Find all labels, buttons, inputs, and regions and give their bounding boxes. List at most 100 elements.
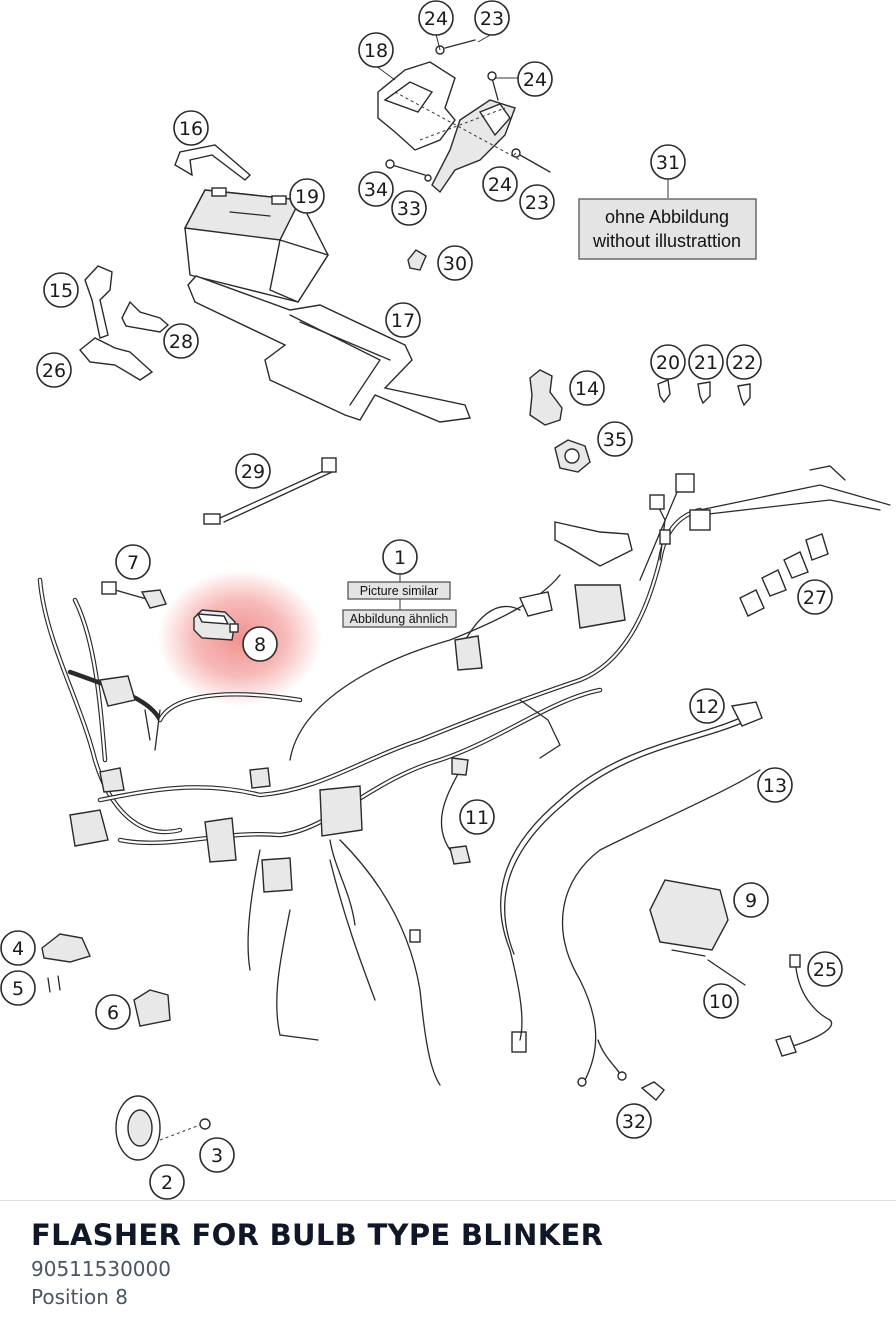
callout-28[interactable]: 28	[163, 323, 199, 359]
fuses-20-22	[657, 379, 751, 407]
callout-13[interactable]: 13	[757, 767, 793, 803]
callout-33[interactable]: 33	[391, 190, 427, 226]
callout-number: 23	[525, 192, 549, 214]
callout-number: 5	[12, 978, 24, 1000]
callout-number: 6	[107, 1002, 119, 1024]
callout-23b[interactable]: 23	[519, 184, 555, 220]
note-31-line2: without illustrattion	[592, 231, 741, 251]
rubber-28	[121, 300, 170, 333]
callout-number: 23	[480, 8, 504, 30]
callout-circle	[569, 370, 605, 406]
callout-number: 31	[656, 152, 680, 174]
callout-6[interactable]: 6	[95, 994, 131, 1030]
callout-number: 8	[254, 634, 266, 656]
callout-23a[interactable]: 23	[474, 0, 510, 36]
callout-circle	[418, 0, 454, 36]
callout-16[interactable]: 16	[173, 110, 209, 146]
callout-24c[interactable]: 24	[482, 166, 518, 202]
callout-8[interactable]: 8	[242, 626, 278, 662]
callout-number: 3	[211, 1145, 223, 1167]
callout-29[interactable]: 29	[235, 453, 271, 489]
callout-number: 26	[42, 360, 66, 382]
callout-32[interactable]: 32	[616, 1103, 652, 1139]
callout-number: 11	[465, 807, 489, 829]
callout-number: 13	[763, 775, 787, 797]
main-wiring-harness-1	[37, 465, 891, 1086]
callout-10[interactable]: 10	[703, 983, 739, 1019]
callout-12[interactable]: 12	[689, 688, 725, 724]
callout-18[interactable]: 18	[358, 32, 394, 68]
callout-35[interactable]: 35	[597, 421, 633, 457]
callout-number: 14	[575, 378, 599, 400]
callout-circle	[36, 352, 72, 388]
connector-7	[101, 581, 167, 609]
callout-number: 1	[394, 547, 406, 569]
callout-circle	[519, 184, 555, 220]
callout-1[interactable]: 1	[382, 539, 418, 575]
callout-number: 22	[732, 352, 756, 374]
callout-2[interactable]: 2	[149, 1164, 185, 1200]
callout-number: 21	[694, 352, 718, 374]
callout-circle	[597, 421, 633, 457]
sensor-25	[775, 954, 833, 1057]
callout-11[interactable]: 11	[459, 799, 495, 835]
horn-2	[115, 1095, 211, 1161]
callout-circle	[173, 110, 209, 146]
callout-4[interactable]: 4	[0, 930, 36, 966]
parts-4-5-6	[41, 933, 171, 1027]
callout-circle	[474, 0, 510, 36]
callout-circle	[517, 61, 553, 97]
callout-20[interactable]: 20	[650, 344, 686, 380]
ignition-switch-14	[529, 369, 563, 426]
note-31-box: ohne Abbildung without illustrattion	[578, 198, 757, 260]
callout-26[interactable]: 26	[36, 352, 72, 388]
callout-number: 18	[364, 40, 388, 62]
battery-holder-17	[187, 275, 471, 423]
callout-3[interactable]: 3	[199, 1137, 235, 1173]
callout-31[interactable]: 31	[650, 144, 686, 180]
callout-24a[interactable]: 24	[418, 0, 454, 36]
callout-number: 16	[179, 118, 203, 140]
callout-15[interactable]: 15	[43, 272, 79, 308]
callout-19[interactable]: 19	[289, 178, 325, 214]
callout-number: 24	[523, 69, 547, 91]
callout-30[interactable]: 30	[437, 245, 473, 281]
part-number: 90511530000	[31, 1257, 171, 1281]
plate-26	[79, 337, 154, 381]
callout-24b[interactable]: 24	[517, 61, 553, 97]
callout-circle	[242, 626, 278, 662]
callout-14[interactable]: 14	[569, 370, 605, 406]
battery-19	[183, 187, 330, 303]
callout-circle	[726, 344, 762, 380]
callout-21[interactable]: 21	[688, 344, 724, 380]
callout-number: 33	[397, 198, 421, 220]
callout-circle	[733, 882, 769, 918]
callout-circle	[391, 190, 427, 226]
callout-circle	[616, 1103, 652, 1139]
bracket-15	[84, 265, 113, 339]
callout-number: 24	[488, 174, 512, 196]
note-1-line1: Picture similar	[360, 584, 439, 598]
callout-number: 19	[295, 186, 319, 208]
callout-number: 29	[241, 461, 265, 483]
callout-9[interactable]: 9	[733, 882, 769, 918]
callout-27[interactable]: 27	[797, 579, 833, 615]
callout-circle	[0, 930, 36, 966]
callout-7[interactable]: 7	[115, 544, 151, 580]
callout-25[interactable]: 25	[807, 951, 843, 987]
part-title: FLASHER FOR BULB TYPE BLINKER	[31, 1218, 604, 1252]
callout-circle	[807, 951, 843, 987]
callout-circle	[358, 32, 394, 68]
part-position: Position 8	[31, 1285, 128, 1309]
bracket-assembly-18	[377, 39, 551, 194]
callout-34[interactable]: 34	[358, 171, 394, 207]
callout-5[interactable]: 5	[0, 970, 36, 1006]
highlight-glow	[158, 570, 322, 706]
callout-22[interactable]: 22	[726, 344, 762, 380]
callout-circle	[650, 144, 686, 180]
callout-17[interactable]: 17	[385, 302, 421, 338]
callout-circle	[199, 1137, 235, 1173]
callout-circle	[163, 323, 199, 359]
callout-number: 27	[803, 587, 827, 609]
